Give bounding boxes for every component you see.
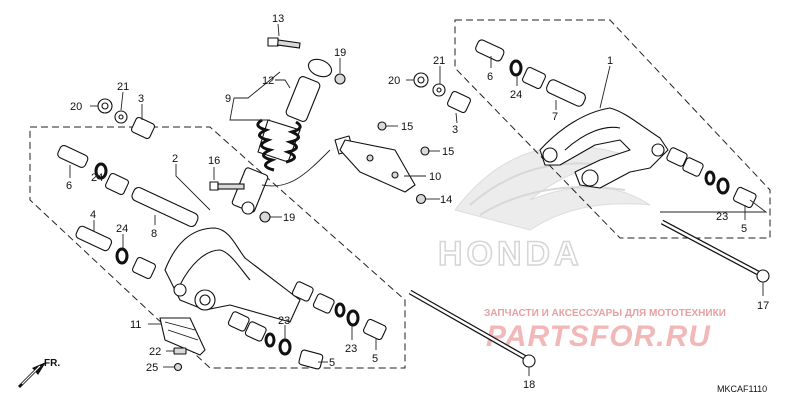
pivot-group-box: [454, 19, 771, 239]
axle-bolt-17: [660, 219, 770, 283]
callout-6-right: 6: [487, 71, 493, 83]
callout-22: 22: [149, 346, 161, 358]
callout-5-right: 5: [741, 223, 747, 235]
swingarm-2: [164, 227, 301, 323]
clip-22: [173, 347, 187, 355]
seal-23-lower: [278, 338, 292, 356]
callout-25: 25: [146, 362, 158, 374]
callout-5-mid: 5: [372, 353, 378, 365]
bolt-13: [267, 37, 301, 49]
callout-13: 13: [272, 13, 284, 25]
pivot-bolt-18: [408, 289, 536, 368]
front-label: FR.: [44, 358, 60, 369]
seal-23-right: [716, 177, 730, 195]
nut-19-top: [334, 73, 346, 85]
callout-18: 18: [523, 379, 535, 391]
callout-14: 14: [440, 194, 452, 206]
collar-lower-b: [244, 321, 267, 342]
honda-brand-watermark: HONDA: [438, 235, 583, 273]
callout-5-lower: 5: [329, 357, 335, 369]
seal-lower-c: [264, 332, 276, 348]
callout-2: 2: [172, 153, 178, 165]
collar-right-b: [682, 157, 704, 177]
callout-4: 4: [90, 209, 96, 221]
seal-24-left-upper: [94, 162, 108, 180]
seal-right-c: [704, 170, 716, 186]
collar-mid-b: [312, 293, 335, 314]
callout-16: 16: [208, 155, 220, 167]
callout-19-bottom: 19: [283, 212, 295, 224]
washer-21-left: [114, 110, 128, 124]
nut-20-left: [97, 98, 113, 114]
seal-23-mid: [346, 309, 360, 327]
washer-21-right: [432, 83, 446, 97]
callout-24-left-upper: 24: [91, 172, 103, 184]
bushing-4: [75, 225, 113, 252]
bolt-16: [209, 181, 245, 191]
callout-21-left: 21: [117, 81, 129, 93]
callout-23-lower: 23: [278, 315, 290, 327]
callout-7: 7: [552, 111, 558, 123]
sensor-bracket: [339, 139, 416, 193]
collar-mid-a: [291, 281, 314, 302]
swingarm-group-box: [29, 126, 406, 369]
callout-3-right: 3: [452, 124, 458, 136]
shop-name-watermark: PARTSFOR.RU: [486, 320, 711, 353]
nut-14: [415, 193, 427, 205]
bolt-15-a: [377, 121, 387, 131]
collar-right-a: [666, 147, 688, 167]
collar-right-upper: [521, 66, 547, 90]
callout-8: 8: [151, 228, 157, 240]
seal-24-left-lower: [115, 247, 129, 265]
callout-20-left: 20: [70, 101, 82, 113]
front-direction-arrow: [18, 362, 46, 388]
callout-20-right: 20: [388, 75, 400, 87]
seal-24-right: [509, 59, 523, 77]
callout-24-left-lower: 24: [116, 223, 128, 235]
bushing-6-right: [475, 39, 505, 62]
collar-5-mid: [362, 318, 387, 341]
callout-21-right: 21: [433, 55, 445, 67]
callout-15-a: 15: [401, 121, 413, 133]
drawing-code: MKCAF1110: [717, 384, 767, 394]
callout-23-mid: 23: [345, 343, 357, 355]
collar-5-lower: [298, 349, 324, 370]
callout-12: 12: [262, 75, 274, 87]
collar-3-right: [446, 90, 472, 114]
collar-lower-a: [227, 311, 250, 332]
callout-labels: 13 19 12 9 15 15 10 14 16 19 20 21 3 2 6…: [66, 13, 769, 391]
callout-10: 10: [429, 171, 441, 183]
leader-lines: [69, 23, 768, 376]
bushing-6-left: [57, 144, 89, 168]
pipe-8: [131, 186, 199, 228]
callout-6-left: 6: [66, 180, 72, 192]
nut-20-right: [413, 72, 429, 88]
collar-5-right: [732, 186, 757, 209]
callout-24-right: 24: [510, 89, 522, 101]
pipe-7: [546, 79, 586, 107]
callout-15-b: 15: [442, 146, 454, 158]
seal-mid-c: [334, 302, 346, 318]
callout-3-left: 3: [138, 93, 144, 105]
callout-11: 11: [130, 319, 141, 331]
nut-19-bottom: [259, 211, 271, 223]
collar-left-lower: [131, 256, 157, 280]
callout-19-top: 19: [334, 47, 346, 59]
callout-9: 9: [225, 93, 231, 105]
plate-11: [159, 317, 206, 356]
pivot-arm-1: [539, 107, 669, 189]
collar-left-upper: [104, 172, 130, 196]
shop-caption-watermark: ЗАПЧАСТИ И АКСЕССУАРЫ ДЛЯ МОТОТЕХНИКИ: [484, 308, 726, 319]
callout-1: 1: [607, 55, 613, 67]
callout-23-right: 23: [716, 211, 728, 223]
bolt-15-b: [420, 146, 430, 156]
callout-17: 17: [757, 300, 769, 312]
collar-3-left: [130, 116, 156, 140]
screw-25: [173, 362, 183, 372]
